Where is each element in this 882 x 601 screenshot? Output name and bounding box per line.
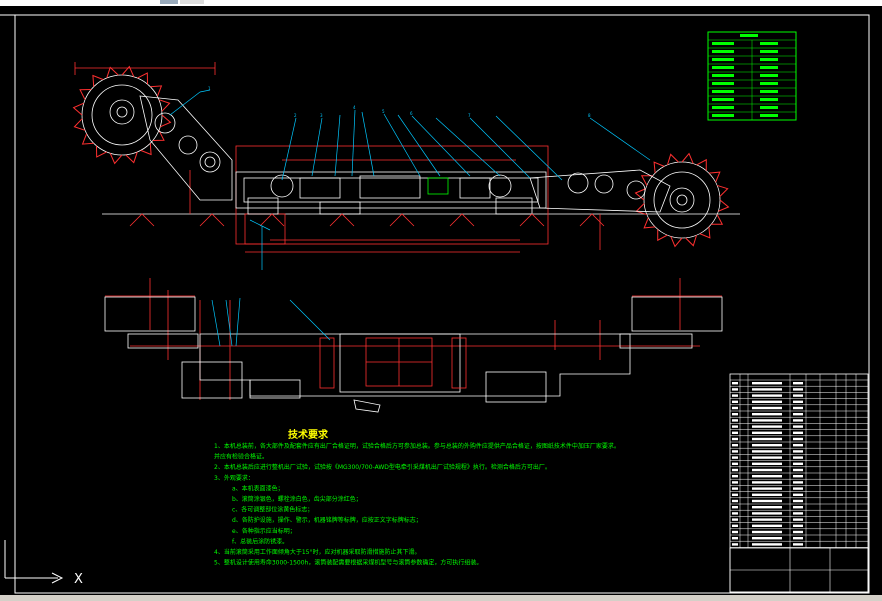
- ucs-icon: X: [4, 540, 83, 587]
- drawing-frame: [14, 14, 870, 594]
- svg-text:1: 1: [208, 86, 211, 91]
- svg-text:5: 5: [382, 109, 385, 114]
- tech-requirement-line: 2、本机总装后应进行整机出厂试验，试验按《MG300/700-AWD型电牵引采煤…: [214, 463, 551, 471]
- tech-requirement-line: 3、外观要求：: [214, 474, 254, 482]
- tech-requirement-line: a、本机表面漆色；: [232, 484, 284, 492]
- toolbar-tab[interactable]: [160, 0, 178, 4]
- svg-text:6: 6: [410, 111, 413, 116]
- window-top-strip: [0, 0, 882, 6]
- technical-requirements: 技术要求 1、本机总装前，各大部件及配套件应有出厂合格证明，试验合格后方可参加总…: [214, 428, 620, 567]
- svg-text:7: 7: [468, 113, 471, 118]
- tech-requirement-line: 1、本机总装前，各大部件及配套件应有出厂合格证明，试验合格后方可参加总装。参与总…: [214, 442, 620, 450]
- window-bottom-strip: [0, 595, 882, 601]
- tech-requirement-line: d、各防护设施，操作、警示，机器铭牌等标牌，应按正文字标牌标志；: [232, 516, 422, 524]
- svg-text:2: 2: [294, 113, 297, 118]
- tech-requirement-line: c、各可调整部位涂黄色标志；: [232, 506, 313, 514]
- shearer-elevation-view: 1 2 3 4 5 6 7 8: [72, 62, 740, 270]
- tech-requirement-line: b、滚筒涂银色，螺栓涂白色，齿尖部分涂红色；: [232, 495, 362, 503]
- tech-requirement-line: 并应有检验合格证。: [214, 453, 268, 461]
- tech-requirement-line: e、各种指示应当标明；: [232, 527, 296, 535]
- svg-text:8: 8: [588, 113, 591, 118]
- toolbar-tab[interactable]: [180, 0, 204, 4]
- tech-requirement-line: f、总装后涂防锈漆。: [232, 537, 288, 545]
- tech-title: 技术要求: [288, 428, 329, 441]
- title-block: [729, 373, 869, 593]
- svg-text:3: 3: [320, 113, 323, 118]
- tech-requirement-line: 5、整机设计使用寿命3000-1500h，滚筒装配需要根据采煤机型号与滚筒参数确…: [214, 559, 482, 567]
- svg-text:4: 4: [353, 105, 356, 110]
- bom-small-table: [707, 31, 797, 121]
- tech-requirement-line: 4、当前滚筒采用工作面倾角大于15°时，应对机器采取防滑措施防止其下滑。: [214, 548, 420, 556]
- shearer-plan-view: [104, 278, 723, 413]
- axis-x-label: X: [74, 572, 83, 587]
